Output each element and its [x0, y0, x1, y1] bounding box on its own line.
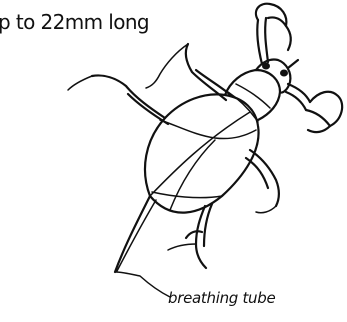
- middle-leg-right-tarsus: [256, 206, 276, 213]
- hind-leg-lower: [196, 204, 212, 268]
- breathing-tube: [115, 196, 150, 272]
- wing-seam-cross: [160, 120, 256, 139]
- hind-leg-lower-knee: [186, 231, 202, 238]
- front-leg-right-tip: [308, 126, 330, 132]
- middle-leg-upper-left: [186, 44, 232, 100]
- hind-leg-lower-tarsus: [168, 244, 196, 250]
- abdomen-outline: [145, 94, 259, 212]
- wing-seam-tip: [152, 192, 222, 198]
- breathing-tube-inner: [117, 200, 156, 271]
- front-leg-right-claw: [306, 92, 342, 126]
- size-caption: p to 22mm long: [0, 10, 149, 34]
- hind-leg-left: [92, 75, 168, 124]
- eye-right: [281, 70, 288, 76]
- rostrum: [288, 60, 298, 68]
- hind-leg-left-tarsus: [68, 76, 92, 90]
- front-leg-upper-tip: [286, 26, 291, 50]
- middle-leg-upper-left-tarsus: [146, 44, 188, 88]
- front-leg-upper-femur: [257, 18, 268, 64]
- insect-drawing: [68, 4, 342, 272]
- front-leg-upper-claw: [256, 4, 286, 26]
- label-leader-line: [116, 272, 170, 297]
- eye-left: [263, 63, 270, 69]
- front-leg-right-femur: [286, 84, 310, 110]
- wing-seam-lower: [170, 140, 215, 210]
- thorax-seam: [236, 84, 270, 108]
- breathing-tube-label: breathing tube: [168, 289, 275, 307]
